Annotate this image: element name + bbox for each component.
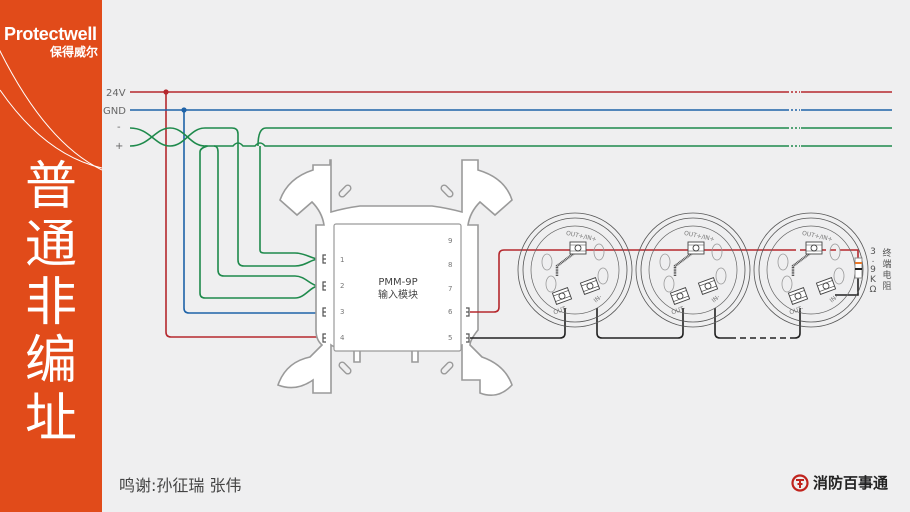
credit-text: 鸣谢:孙征瑞 张伟 — [119, 476, 242, 495]
base-terminal — [697, 277, 719, 295]
bus-signal — [129, 127, 892, 299]
terminal-9: 9 — [448, 237, 452, 245]
eol-value-char: . — [872, 255, 875, 265]
eol-value-char: Ω — [870, 285, 877, 295]
eol-value-char: 9 — [870, 265, 876, 275]
terminal-label-out-minus: OUT- — [553, 305, 569, 317]
terminal-label-out-in-plus: OUT+/IN+ — [565, 230, 597, 243]
terminal-label-out-minus: OUT- — [789, 305, 805, 317]
junction-24v — [163, 89, 169, 95]
base-terminal — [805, 241, 823, 255]
base-outer-ring — [517, 212, 633, 328]
base-hole — [833, 267, 845, 285]
base-hole — [593, 243, 605, 261]
terminal-label-out-minus: OUT- — [671, 305, 687, 317]
bus-label-plus: + — [115, 141, 123, 152]
base-inner-ring — [522, 217, 628, 323]
base-hole — [777, 253, 789, 271]
base-outer-ring — [635, 212, 751, 328]
terminal-label-out-in-plus: OUT+/IN+ — [683, 230, 715, 243]
base-hole — [663, 275, 675, 293]
module-model: PMM-9P — [378, 277, 417, 288]
eol-value-char: K — [870, 275, 877, 285]
terminal-label-in-minus: IN- — [593, 293, 604, 304]
detector-base: OUT+/IN+ OUT- IN- — [517, 212, 633, 328]
base-hole — [545, 275, 557, 293]
page-title: 普 通 非 编 址 — [18, 158, 84, 448]
base-terminal — [787, 287, 809, 305]
terminal-3: 3 — [340, 308, 344, 316]
base-terminal — [551, 287, 573, 305]
eol-label-char: 阻 — [882, 281, 891, 292]
sidebar: Protectwell 保得威尔 普 通 非 编 址 — [0, 0, 102, 512]
footer-logo-text: 消防百事通 — [813, 474, 889, 492]
terminal-screws — [322, 254, 470, 343]
module-name: 输入模块 — [378, 288, 418, 301]
eol-label-char: 终 — [882, 247, 891, 259]
detector-base: OUT+/IN+ OUT- IN- — [635, 212, 751, 328]
base-contact-spring — [673, 247, 700, 276]
bus-24v — [130, 91, 892, 338]
base-terminal — [687, 241, 705, 255]
title-char: 通 — [24, 215, 77, 275]
base-terminal — [669, 287, 691, 305]
eol-label-char: 端 — [882, 258, 891, 270]
base-hole — [541, 253, 553, 271]
base-hole — [711, 243, 723, 261]
base-contact-spring — [791, 247, 818, 276]
eol-label-char: 电 — [882, 269, 891, 281]
terminal-8: 8 — [448, 261, 452, 269]
terminal-2: 2 — [340, 282, 344, 290]
terminal-5: 5 — [448, 334, 452, 342]
title-char: 址 — [24, 389, 77, 449]
base-hole — [659, 253, 671, 271]
base-hole — [597, 267, 609, 285]
bus-gnd — [130, 109, 892, 314]
base-inner-ring — [640, 217, 746, 323]
eol-resistor — [854, 257, 863, 279]
terminal-4: 4 — [340, 334, 345, 342]
fire-service-logo-icon — [791, 473, 809, 492]
base-plate — [648, 225, 738, 315]
base-outer-ring — [753, 212, 869, 328]
base-inner-ring — [758, 217, 864, 323]
detector-base: OUT+/IN+ OUT- IN- — [753, 212, 869, 328]
input-module — [333, 223, 462, 352]
terminal-label-out-in-plus: OUT+/IN+ — [801, 230, 833, 243]
detector-loop-negative — [470, 278, 859, 339]
base-hole — [829, 243, 841, 261]
terminal-label-in-minus: IN- — [829, 293, 840, 304]
base-hole — [781, 275, 793, 293]
footer-logo: 消防百事通 — [791, 472, 888, 493]
terminal-6: 6 — [448, 308, 453, 316]
base-plate — [766, 225, 856, 315]
bus-label-gnd: GND — [103, 106, 126, 117]
junction-gnd — [181, 107, 187, 113]
brand-logo-cn: 保得威尔 — [49, 45, 98, 59]
terminal-1: 1 — [340, 256, 344, 264]
base-terminal — [569, 241, 587, 255]
base-plate — [530, 225, 620, 315]
title-char: 编 — [24, 331, 77, 391]
bracket-slots — [338, 184, 454, 375]
base-hole — [715, 267, 727, 285]
brand-logo-en: Protectwell — [4, 24, 97, 44]
title-char: 普 — [24, 157, 77, 217]
base-terminal — [579, 277, 601, 295]
title-char: 非 — [24, 273, 77, 333]
terminal-label-in-minus: IN- — [711, 293, 722, 304]
base-terminal — [815, 277, 837, 295]
base-contact-spring — [555, 247, 582, 276]
bus-label-minus: - — [117, 122, 121, 133]
sidebar-decor-arcs — [0, 49, 102, 171]
bus-label-24v: 24V — [106, 88, 126, 99]
terminal-7: 7 — [448, 285, 452, 293]
eol-value-char: 3 — [870, 247, 876, 257]
